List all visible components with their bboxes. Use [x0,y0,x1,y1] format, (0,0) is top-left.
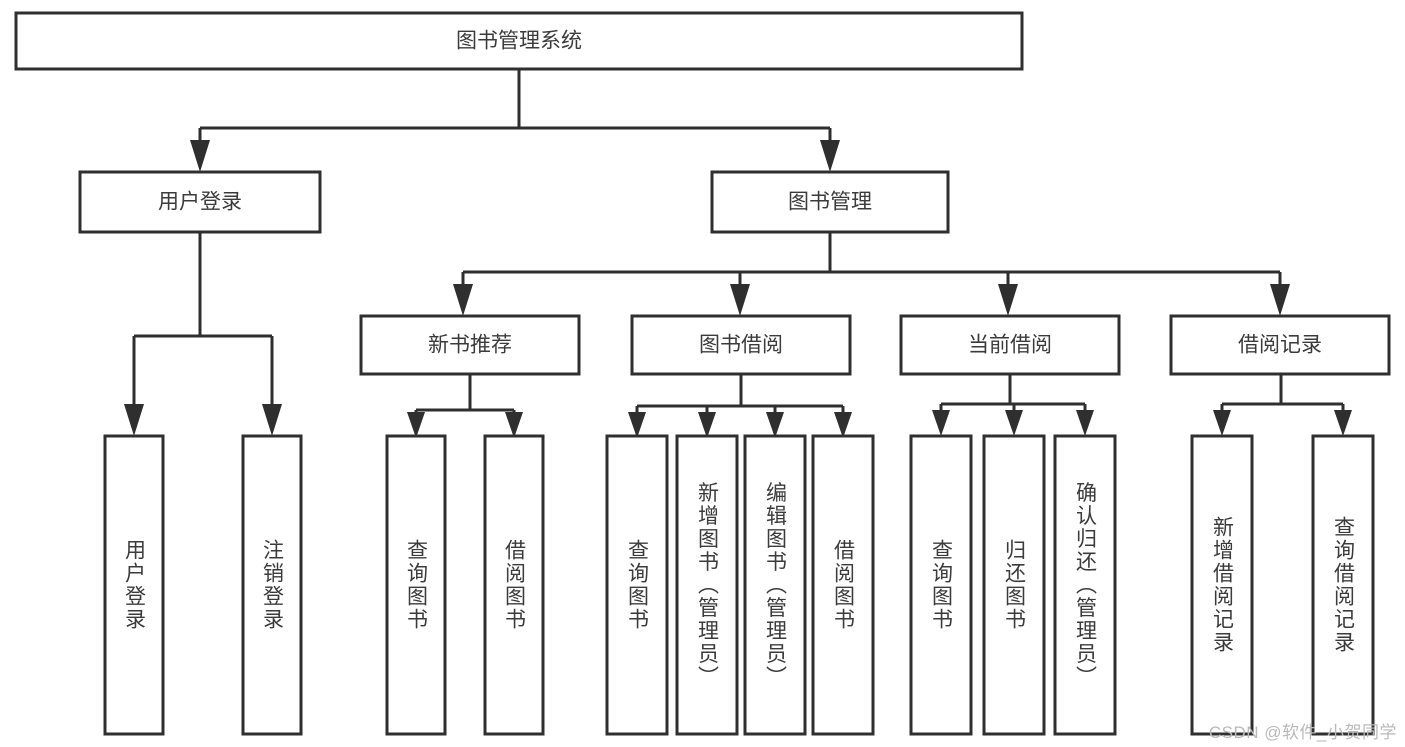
node-leaf-query-book-current-box[interactable] [909,434,973,736]
node-leaf-add-record-box[interactable] [1190,434,1254,736]
node-leaf-user-login[interactable]: 用户登录 [103,434,165,736]
node-new-book-recommend[interactable]: 新书推荐 [359,314,581,376]
node-current-borrow-label: 当前借阅 [968,334,1052,357]
node-leaf-return-book-box[interactable] [982,434,1046,736]
node-leaf-add-record[interactable]: 新增借阅记录 [1190,434,1254,736]
arrow-head-leaf-add-record [1213,410,1231,436]
node-current-borrow[interactable]: 当前借阅 [899,314,1121,376]
node-book-manage-label: 图书管理 [788,191,872,214]
node-root-label: 图书管理系统 [456,30,582,53]
node-user-login[interactable]: 用户登录 [78,170,322,234]
arrow-head-book-borrow [730,284,750,316]
arrow-head-book-manage [820,140,840,172]
arrow-head-new-book-recommend [453,284,473,316]
node-leaf-borrow-book-rec-box[interactable] [483,434,545,736]
node-new-book-recommend-label: 新书推荐 [428,334,512,357]
node-user-login-label: 用户登录 [158,191,242,214]
node-leaf-logout-label: 注销登录 [261,539,285,631]
node-leaf-return-book-label: 归还图书 [1003,539,1027,631]
node-leaf-query-book-current[interactable]: 查询图书 [909,434,973,736]
node-leaf-add-book[interactable]: 新增图书（管理员） [675,434,739,736]
node-leaf-edit-book-label: 编辑图书（管理员） [764,482,788,689]
node-leaf-confirm-return-box[interactable] [1053,434,1117,736]
node-leaf-logout[interactable]: 注销登录 [241,434,303,736]
node-leaf-add-book-box[interactable] [675,434,739,736]
node-leaf-query-book-borrow-label: 查询图书 [626,539,650,631]
node-leaf-query-book-rec-box[interactable] [385,434,447,736]
arrow-head-borrow-record [1270,284,1290,316]
arrow-head-leaf-query-book-current [932,410,950,436]
node-leaf-query-book-rec[interactable]: 查询图书 [385,434,447,736]
node-current-borrow-box[interactable] [899,314,1121,376]
node-book-borrow[interactable]: 图书借阅 [630,314,852,376]
arrow-head-leaf-add-book [698,412,716,438]
arrow-head-leaf-query-record [1334,410,1352,436]
arrow-head-leaf-user-login [124,404,144,436]
node-borrow-record-label: 借阅记录 [1238,334,1322,357]
node-root[interactable]: 图书管理系统 [14,11,1024,71]
node-leaf-borrow-book-label: 借阅图书 [832,539,856,631]
arrow-head-leaf-logout [262,404,282,436]
arrow-head-leaf-return-book [1005,410,1023,436]
node-leaf-query-record[interactable]: 查询借阅记录 [1311,434,1375,736]
node-leaf-borrow-book-box[interactable] [811,434,875,736]
node-book-borrow-box[interactable] [630,314,852,376]
node-leaf-query-record-label: 查询借阅记录 [1332,516,1356,654]
node-leaf-add-book-label: 新增图书（管理员） [696,482,720,689]
arrow-head-leaf-borrow-book-rec [505,412,523,438]
node-leaf-borrow-book-rec[interactable]: 借阅图书 [483,434,545,736]
node-leaf-edit-book[interactable]: 编辑图书（管理员） [743,434,807,736]
arrow-head-leaf-borrow-book [834,412,852,438]
node-leaf-borrow-book-rec-label: 借阅图书 [503,539,527,631]
node-leaf-query-book-borrow[interactable]: 查询图书 [605,434,669,736]
arrow-head-leaf-query-book-rec [407,412,425,438]
node-leaf-borrow-book[interactable]: 借阅图书 [811,434,875,736]
node-leaf-user-login-box[interactable] [103,434,165,736]
node-leaf-query-record-box[interactable] [1311,434,1375,736]
node-book-borrow-label: 图书借阅 [699,334,783,357]
node-user-login-box[interactable] [78,170,322,234]
node-leaf-query-book-rec-label: 查询图书 [405,539,429,631]
node-leaf-logout-box[interactable] [241,434,303,736]
arrow-head-current-borrow [998,284,1018,316]
node-leaf-add-record-label: 新增借阅记录 [1211,516,1235,654]
node-leaf-query-book-current-label: 查询图书 [930,539,954,631]
node-book-manage-box[interactable] [710,170,950,234]
node-leaf-return-book[interactable]: 归还图书 [982,434,1046,736]
arrow-head-user-login [190,140,210,172]
arrow-head-leaf-confirm-return [1076,410,1094,436]
node-book-manage[interactable]: 图书管理 [710,170,950,234]
node-leaf-confirm-return[interactable]: 确认归还（管理员） [1053,434,1117,736]
arrow-head-leaf-edit-book [766,412,784,438]
node-leaf-confirm-return-label: 确认归还（管理员） [1074,482,1098,689]
arrow-head-leaf-query-book-borrow [628,412,646,438]
node-leaf-query-book-borrow-box[interactable] [605,434,669,736]
node-borrow-record[interactable]: 借阅记录 [1169,314,1391,376]
connector-layer [124,69,1352,438]
node-leaf-user-login-label: 用户登录 [123,539,147,631]
node-leaf-edit-book-box[interactable] [743,434,807,736]
node-new-book-recommend-box[interactable] [359,314,581,376]
node-borrow-record-box[interactable] [1169,314,1391,376]
node-root-box[interactable] [14,11,1024,71]
